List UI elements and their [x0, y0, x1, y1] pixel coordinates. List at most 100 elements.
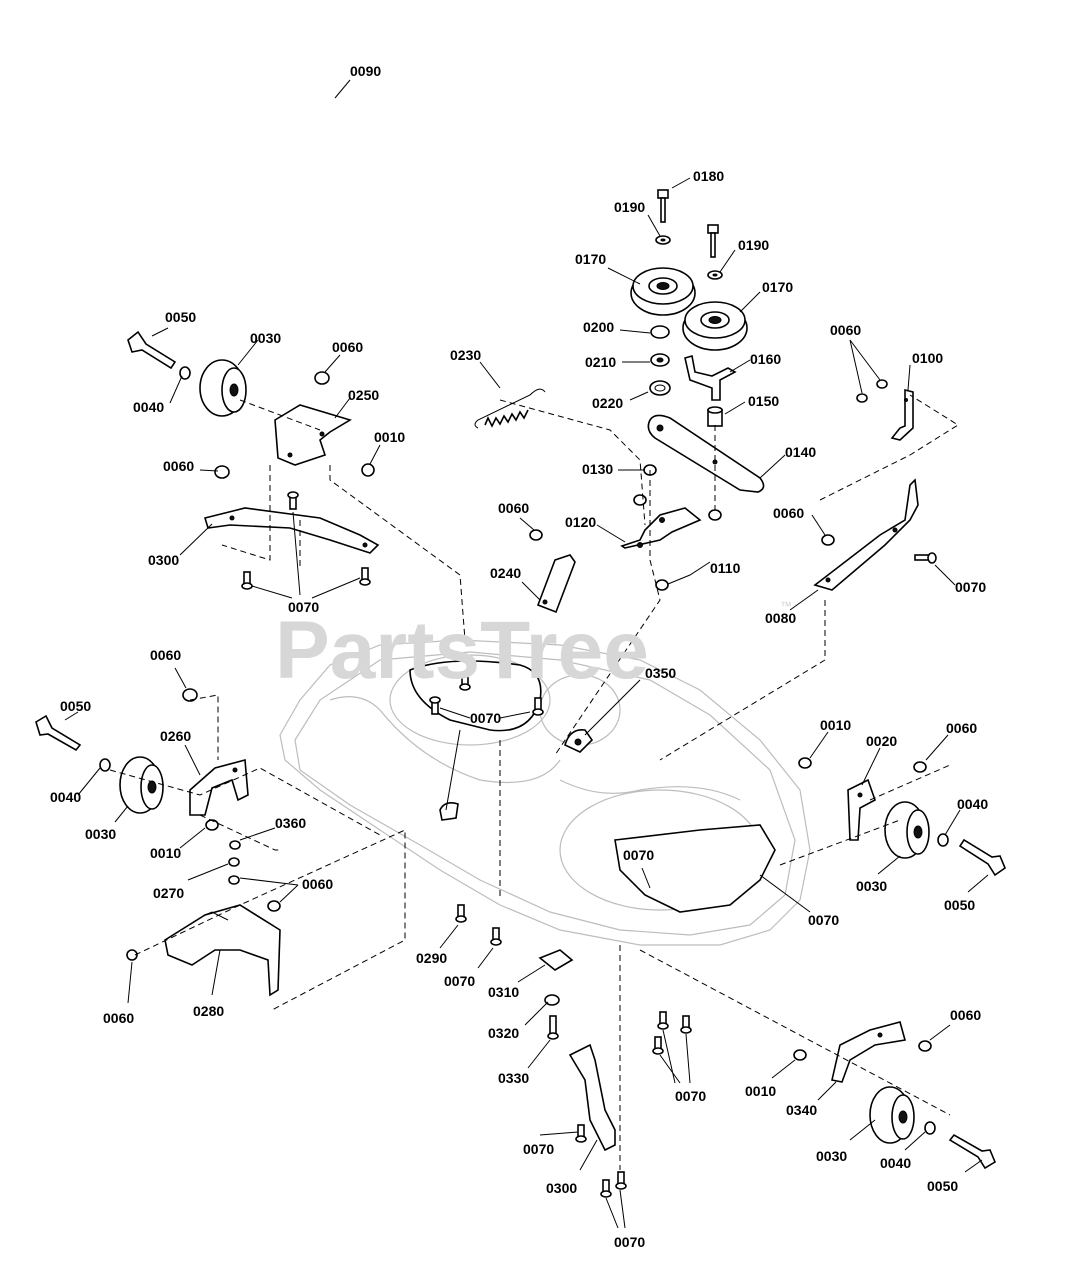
callout-0290: 0290 [416, 950, 447, 966]
hex-screw [241, 491, 692, 1198]
discharge-shield [164, 904, 281, 997]
callout-0060: 0060 [302, 876, 333, 892]
callout-0070: 0070 [623, 847, 654, 863]
callout-0060: 0060 [163, 458, 194, 474]
callout-0190: 0190 [614, 199, 645, 215]
leader-lines [64, 79, 989, 1229]
callout-0050: 0050 [944, 897, 975, 913]
callout-0060: 0060 [498, 500, 529, 516]
assembly-lines [109, 394, 959, 1170]
callout-0070: 0070 [955, 579, 986, 595]
callout-0030: 0030 [250, 330, 281, 346]
shield-washer [228, 857, 240, 885]
idler-bracket [684, 354, 737, 401]
gauge-wheel-left [119, 756, 164, 814]
callout-0010: 0010 [820, 717, 851, 733]
callout-0160: 0160 [750, 351, 781, 367]
callout-0170: 0170 [575, 251, 606, 267]
callout-0070: 0070 [470, 710, 501, 726]
flange-nut [214, 371, 375, 479]
callout-0270: 0270 [153, 885, 184, 901]
small-nut [856, 379, 888, 403]
deck-nut [126, 529, 932, 1061]
right-wheel-bracket [813, 478, 919, 591]
idler-arm [647, 414, 765, 493]
callout-0280: 0280 [193, 1003, 224, 1019]
callout-0070: 0070 [614, 1234, 645, 1250]
callout-0070: 0070 [808, 912, 839, 928]
callout-0010: 0010 [374, 429, 405, 445]
callout-0130: 0130 [582, 461, 613, 477]
callout-0170: 0170 [762, 279, 793, 295]
anti-scalp-button [439, 728, 594, 821]
callout-0080: 0080 [765, 610, 796, 626]
callout-0310: 0310 [488, 984, 519, 1000]
callout-0330: 0330 [498, 1070, 529, 1086]
callout-0220: 0220 [592, 395, 623, 411]
callout-0060: 0060 [150, 647, 181, 663]
callout-0040: 0040 [50, 789, 81, 805]
watermark-trademark: ™ [780, 599, 792, 613]
callout-labels: 0090 0180 0190 0190 0170 0170 0200 0210 … [50, 63, 988, 1250]
gauge-wheel-upper-left [199, 359, 247, 417]
callout-0040: 0040 [133, 399, 164, 415]
callout-0010: 0010 [150, 845, 181, 861]
callout-0090: 0090 [350, 63, 381, 79]
callout-0050: 0050 [60, 698, 91, 714]
callout-0030: 0030 [85, 826, 116, 842]
callout-0210: 0210 [585, 354, 616, 370]
callout-0070: 0070 [288, 599, 319, 615]
idler-pulley-left [630, 267, 696, 316]
callout-0050: 0050 [165, 309, 196, 325]
callout-0360: 0360 [275, 815, 306, 831]
callout-0230: 0230 [450, 347, 481, 363]
small-bracket [890, 388, 914, 441]
callout-0300: 0300 [148, 552, 179, 568]
tension-spring [474, 388, 546, 429]
callout-0050: 0050 [927, 1178, 958, 1194]
callout-0040: 0040 [957, 796, 988, 812]
callout-0110: 0110 [710, 560, 741, 576]
pulley-bolt-2 [707, 224, 719, 258]
callout-0030: 0030 [816, 1148, 847, 1164]
callout-0150: 0150 [748, 393, 779, 409]
callout-0060: 0060 [950, 1007, 981, 1023]
callout-0180: 0180 [693, 168, 724, 184]
gauge-wheel-lower-right [869, 1086, 915, 1144]
callout-0040: 0040 [880, 1155, 911, 1171]
pulley-bolt [657, 189, 669, 223]
support-bracket [536, 554, 576, 614]
callout-0200: 0200 [583, 319, 614, 335]
callout-0240: 0240 [490, 565, 521, 581]
lower-right-bracket [831, 1021, 907, 1083]
drive-belt [247, 35, 705, 280]
callout-0320: 0320 [488, 1025, 519, 1041]
callout-0190: 0190 [738, 237, 769, 253]
idler-pulley-right [682, 301, 748, 351]
callout-0010: 0010 [745, 1083, 776, 1099]
callout-0070: 0070 [444, 973, 475, 989]
left-wheel-bracket [189, 758, 249, 816]
callout-0350: 0350 [645, 665, 676, 681]
carriage-bolt [914, 552, 937, 564]
washer [649, 235, 723, 396]
callout-0260: 0260 [160, 728, 191, 744]
callout-0060: 0060 [103, 1010, 134, 1026]
upper-left-bracket [274, 404, 352, 466]
watermark: PartsTree ™ [275, 599, 792, 696]
callout-0060: 0060 [830, 322, 861, 338]
callout-0070: 0070 [675, 1088, 706, 1104]
callout-0060: 0060 [946, 720, 977, 736]
spacer-plate [538, 949, 574, 1040]
baffle-upper [203, 507, 380, 554]
baffle-lower [568, 1043, 616, 1152]
callout-0070: 0070 [523, 1141, 554, 1157]
right-upper-bracket [847, 778, 876, 841]
callout-0060: 0060 [332, 339, 363, 355]
deck-cover-plate-right [614, 824, 776, 913]
callout-0020: 0020 [866, 733, 897, 749]
callout-0140: 0140 [785, 444, 816, 460]
mount-bracket [620, 507, 702, 549]
callout-0340: 0340 [786, 1102, 817, 1118]
